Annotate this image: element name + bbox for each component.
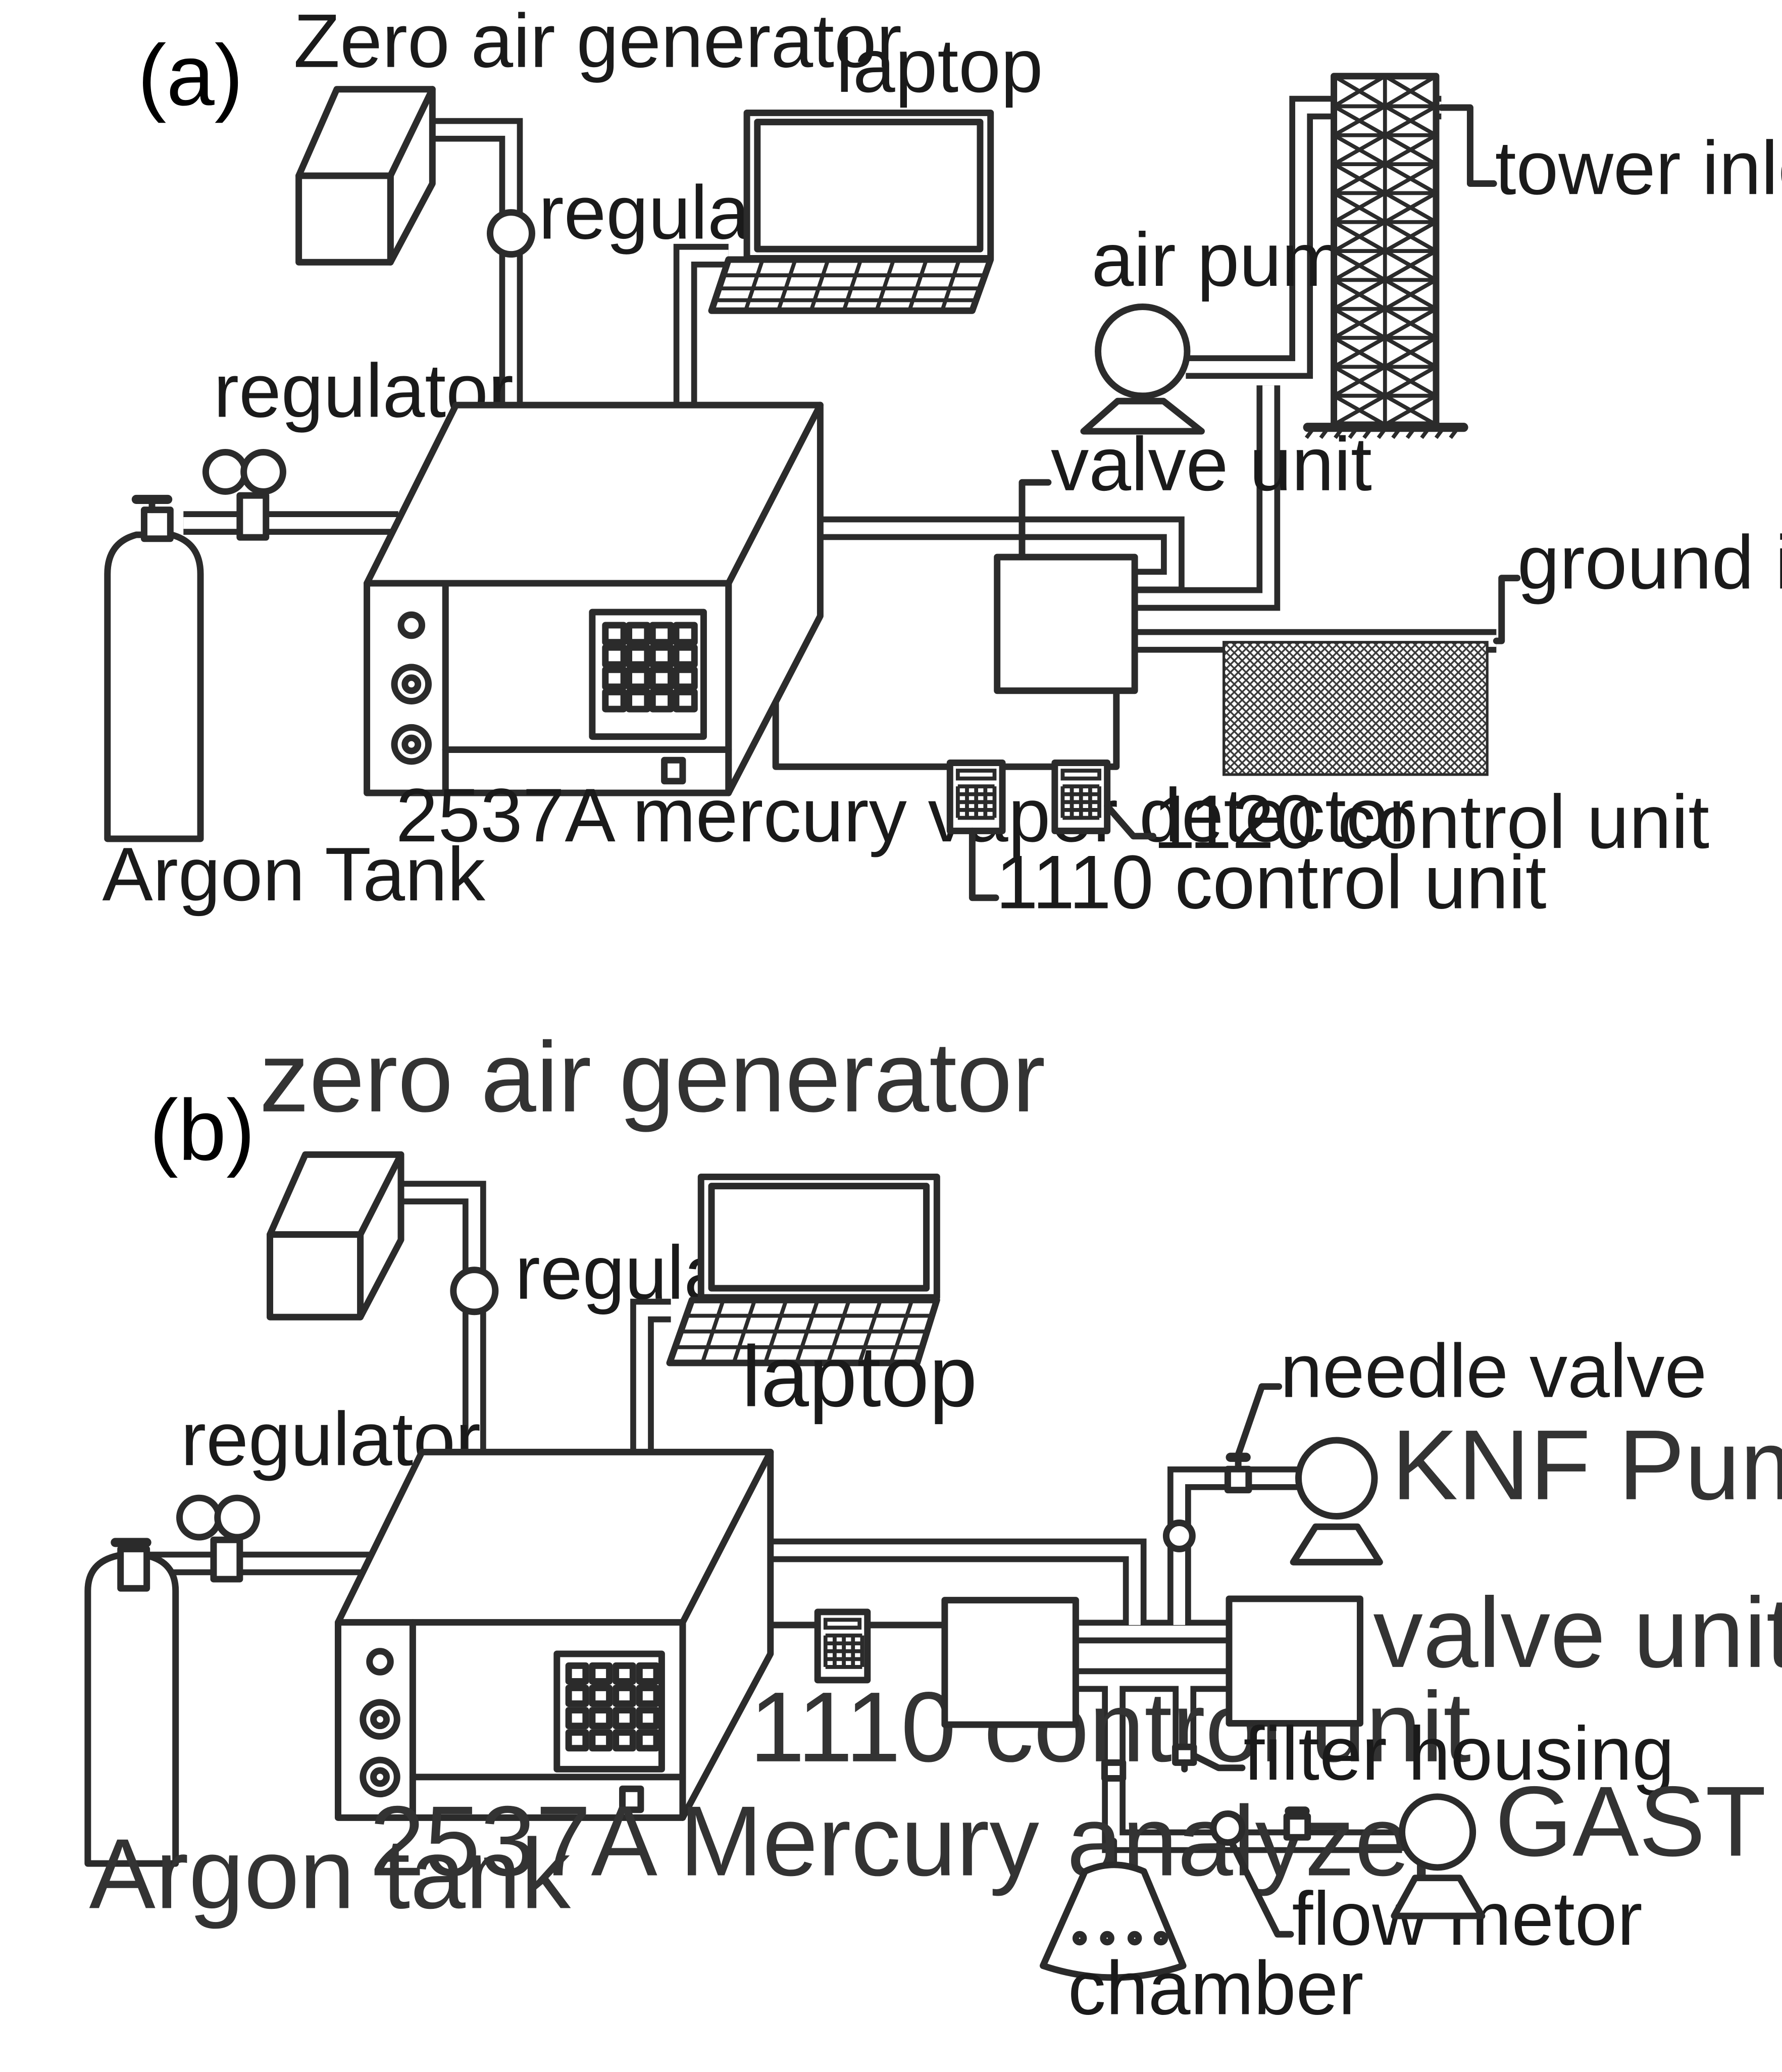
label-knf-pump-b: KNF Pump bbox=[1392, 1409, 1782, 1521]
control-box-b bbox=[941, 1597, 1079, 1728]
ground-inlet-mesh-a bbox=[1222, 641, 1489, 776]
flow-meter-b bbox=[1210, 1810, 1246, 1846]
argon-tank-a bbox=[104, 494, 204, 842]
leader-ground-inlet-a bbox=[1493, 575, 1521, 644]
regulator-left-a bbox=[202, 449, 286, 541]
chamber-b bbox=[1040, 1861, 1187, 1981]
analyzer-b bbox=[334, 1448, 774, 1821]
control-unit-1110-b bbox=[814, 1608, 871, 1684]
leader-1110-a bbox=[969, 827, 999, 901]
zero-air-generator-a bbox=[295, 86, 436, 266]
label-argon-tank-b: Argon tank bbox=[89, 1817, 571, 1929]
knf-pump-b bbox=[1290, 1437, 1383, 1565]
control-unit-1110-a bbox=[946, 759, 1006, 834]
valve-unit-a bbox=[994, 553, 1138, 694]
panel-b: (b) bbox=[84, 1021, 1782, 2031]
label-tower-inlet-a: tower inlet bbox=[1495, 125, 1782, 210]
regulator-top-a bbox=[486, 209, 535, 258]
leader-valve-unit-a bbox=[1019, 479, 1052, 561]
label-valve-unit-a: valve unit bbox=[1051, 422, 1372, 507]
regulator-left-b bbox=[176, 1494, 261, 1583]
label-chamber-b: chamber bbox=[1068, 1946, 1364, 2031]
label-zero-air-generator-a: Zero air generator bbox=[293, 0, 902, 83]
panel-a-tag: (a) bbox=[137, 27, 243, 124]
tower-a bbox=[1303, 73, 1468, 439]
label-gast-pump-b: GAST Pump bbox=[1495, 1765, 1782, 1877]
leader-1120-a bbox=[1104, 802, 1156, 840]
gast-valve-b bbox=[1283, 1806, 1311, 1841]
label-laptop-a: laptop bbox=[836, 23, 1043, 108]
label-zero-air-generator-b: zero air generator bbox=[260, 1021, 1045, 1133]
panel-a: (a) Zero air generator regul bbox=[102, 0, 1782, 925]
label-control-1110-a: 1110 control unit bbox=[996, 840, 1546, 925]
leader-needle-valve-b bbox=[1235, 1383, 1283, 1458]
panel-b-tag: (b) bbox=[149, 1082, 255, 1179]
leader-tower-inlet-a bbox=[1438, 104, 1497, 187]
zero-air-generator-b bbox=[267, 1151, 404, 1321]
filter-housing-b bbox=[1172, 1743, 1197, 1773]
flow-meter-knf-b bbox=[1162, 1520, 1196, 1552]
label-valve-unit-b: valve unit bbox=[1373, 1577, 1782, 1688]
label-detector-a: 2537A mercury vapor detector bbox=[396, 773, 1414, 857]
label-ground-inlet-a: ground inlet bbox=[1517, 520, 1782, 604]
label-filter-housing-b: filter housing bbox=[1244, 1711, 1674, 1796]
label-analyzer-b: 2537A Mercury analyzer bbox=[370, 1785, 1443, 1897]
label-argon-tank-a: Argon Tank bbox=[102, 832, 485, 917]
panel-b-pipes bbox=[146, 1181, 1402, 1864]
laptop-b bbox=[666, 1173, 940, 1367]
label-laptop-b: laptop bbox=[742, 1329, 978, 1425]
chamber-connector-b bbox=[1101, 1759, 1127, 1782]
label-needle-valve-b: needle valve bbox=[1280, 1328, 1707, 1413]
control-unit-1120-a bbox=[1051, 759, 1111, 834]
laptop-a bbox=[708, 109, 994, 314]
argon-tank-b bbox=[84, 1538, 179, 1867]
leader-filter-housing-b bbox=[1192, 1752, 1246, 1772]
detector-a bbox=[364, 401, 824, 796]
needle-valve-b bbox=[1224, 1452, 1252, 1494]
label-control-1120-a: 1120 control unit bbox=[1153, 779, 1709, 864]
leader-flow-meter-b bbox=[1228, 1839, 1294, 1938]
gast-pump-b bbox=[1391, 1793, 1486, 1919]
air-pump-a bbox=[1080, 303, 1205, 435]
regulator-top-b bbox=[450, 1267, 499, 1316]
valve-unit-b bbox=[1226, 1595, 1363, 1727]
